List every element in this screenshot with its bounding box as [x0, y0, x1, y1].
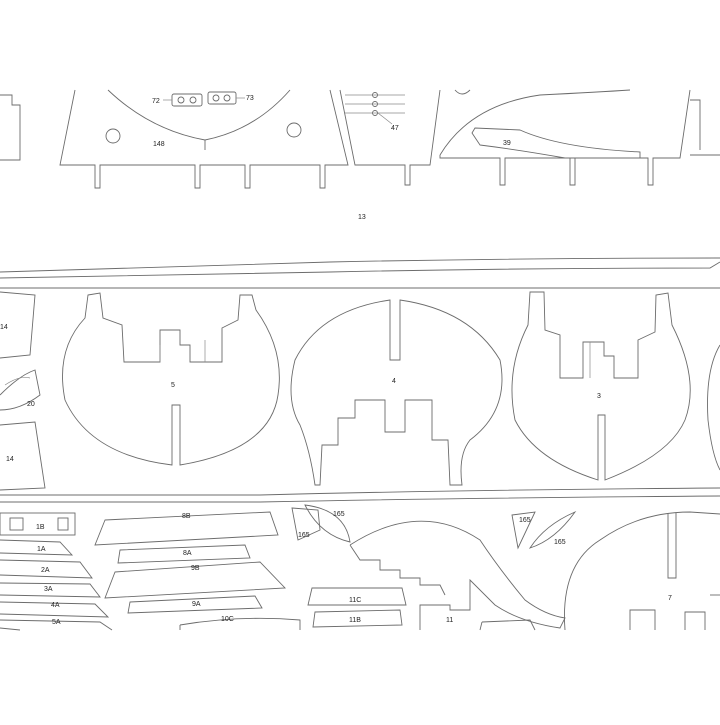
- label-165-d: 165: [554, 539, 566, 546]
- label-2A: 2A: [41, 567, 50, 574]
- long-strip-part: [0, 257, 720, 289]
- label-13: 13: [358, 214, 366, 221]
- label-5A: 5A: [52, 619, 61, 626]
- label-1A: 1A: [37, 546, 46, 553]
- label-4A: 4A: [51, 602, 60, 609]
- label-1B: 1B: [36, 524, 45, 531]
- lower-strip-part: [0, 487, 720, 503]
- bottom-band-parts: [0, 504, 720, 631]
- label-11: 11: [446, 617, 453, 624]
- top-band-parts: [0, 89, 720, 189]
- label-39: 39: [503, 140, 511, 147]
- label-14-upper: 14: [0, 324, 8, 331]
- label-14-lower: 14: [6, 456, 14, 463]
- label-11B: 11B: [349, 617, 361, 624]
- label-8B: 8B: [182, 513, 191, 520]
- label-165-b: 165: [298, 532, 310, 539]
- label-47: 47: [391, 125, 399, 132]
- middle-band-parts: [0, 291, 720, 491]
- label-148: 148: [153, 141, 165, 148]
- label-73: 73: [246, 95, 254, 102]
- label-9A: 9A: [192, 601, 201, 608]
- label-3A: 3A: [44, 586, 53, 593]
- label-11C: 11C: [349, 597, 361, 604]
- label-8A: 8A: [183, 550, 192, 557]
- label-20: 20: [27, 401, 35, 408]
- label-165-a: 165: [333, 511, 345, 518]
- label-3: 3: [597, 393, 601, 400]
- label-7: 7: [668, 595, 672, 602]
- label-9B: 9B: [191, 565, 200, 572]
- label-10C: 10C: [221, 616, 234, 623]
- part-labels: 72 73 47 148 39 13 14 5 4 3 20 14 1B 1A …: [0, 95, 672, 626]
- label-72: 72: [152, 98, 160, 105]
- label-5: 5: [171, 382, 175, 389]
- label-4: 4: [392, 378, 396, 385]
- label-165-c: 165: [519, 517, 531, 524]
